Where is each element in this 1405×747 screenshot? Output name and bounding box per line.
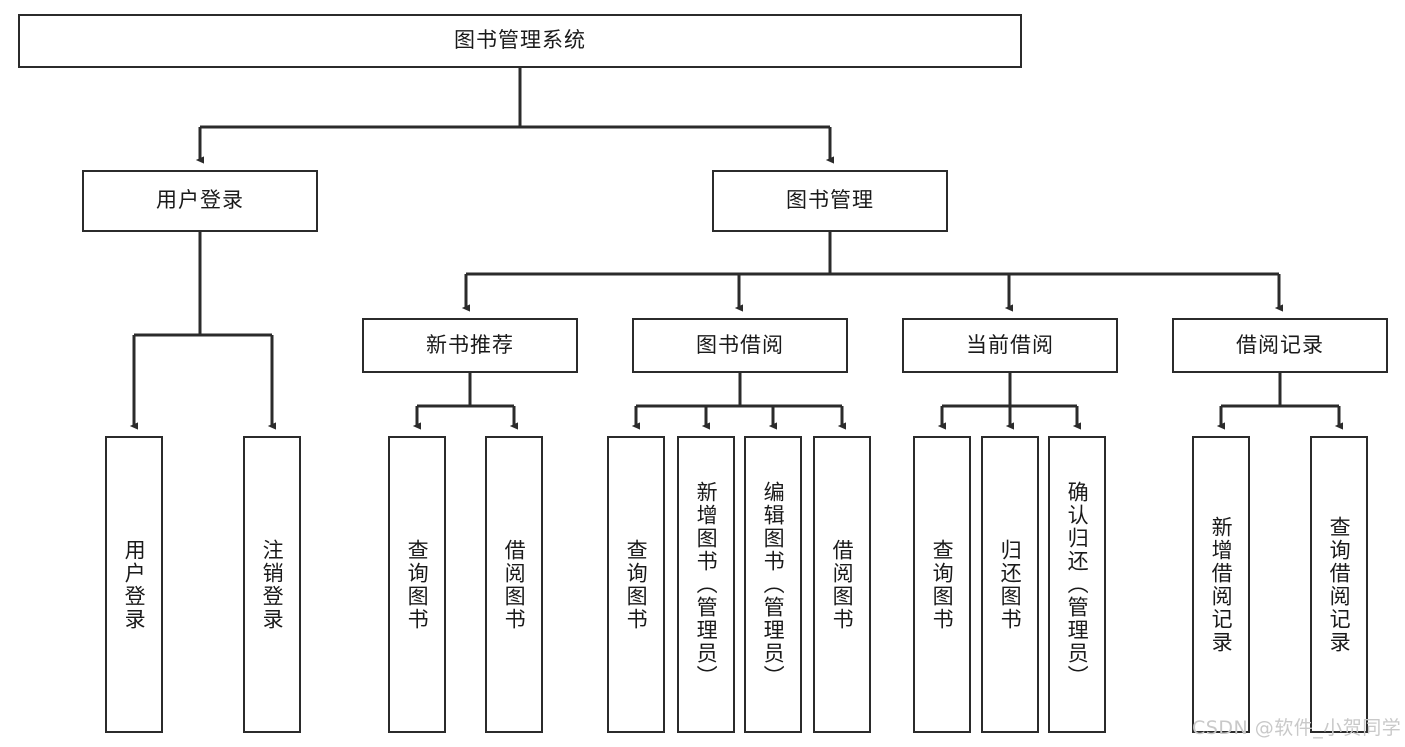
node-label: 新书推荐	[426, 332, 514, 357]
node-leaf-return-book[interactable]: 归还图书	[981, 436, 1039, 733]
node-current-borrow[interactable]: 当前借阅	[902, 318, 1118, 373]
node-label: 借阅图书	[502, 538, 527, 631]
node-leaf-borrow-book-1[interactable]: 借阅图书	[485, 436, 543, 733]
node-leaf-add-record[interactable]: 新增借阅记录	[1192, 436, 1250, 733]
node-label: 图书管理	[786, 188, 874, 213]
node-label: 新增借阅记录	[1209, 515, 1234, 654]
connectors-user-login	[129, 232, 277, 430]
node-leaf-borrow-book-2[interactable]: 借阅图书	[813, 436, 871, 733]
connectors-book-borrow	[631, 373, 847, 430]
node-leaf-logout-login[interactable]: 注销登录	[243, 436, 301, 733]
node-label: 图书管理系统	[454, 28, 586, 53]
node-book-borrow[interactable]: 图书借阅	[632, 318, 848, 373]
node-label: 借阅记录	[1236, 332, 1324, 357]
node-label: 编辑图书（管理员）	[761, 481, 786, 688]
node-leaf-add-book[interactable]: 新增图书（管理员）	[677, 436, 735, 733]
connectors-root	[195, 68, 835, 164]
node-leaf-query-book-2[interactable]: 查询图书	[607, 436, 665, 733]
node-leaf-confirm-return[interactable]: 确认归还（管理员）	[1048, 436, 1106, 733]
node-new-book-recommend[interactable]: 新书推荐	[362, 318, 578, 373]
node-label: 用户登录	[122, 538, 147, 631]
node-label: 用户登录	[156, 188, 244, 213]
node-root-book-management-system[interactable]: 图书管理系统	[18, 14, 1022, 68]
node-leaf-query-book-1[interactable]: 查询图书	[388, 436, 446, 733]
node-label: 图书借阅	[696, 332, 784, 357]
csdn-watermark: CSDN @软件_小贺同学	[1192, 717, 1402, 739]
node-label: 查询图书	[624, 538, 649, 631]
connectors-borrow-record	[1216, 373, 1344, 430]
node-leaf-query-record[interactable]: 查询借阅记录	[1310, 436, 1368, 733]
node-label: 注销登录	[260, 538, 285, 631]
node-label: 归还图书	[998, 538, 1023, 631]
connectors-new-book-recommend	[412, 373, 519, 430]
node-label: 新增图书（管理员）	[694, 481, 719, 688]
node-label: 借阅图书	[830, 538, 855, 631]
node-label: 确认归还（管理员）	[1065, 481, 1090, 688]
node-book-manage[interactable]: 图书管理	[712, 170, 948, 232]
node-label: 查询借阅记录	[1327, 515, 1352, 654]
node-leaf-edit-book[interactable]: 编辑图书（管理员）	[744, 436, 802, 733]
node-label: 查询图书	[405, 538, 430, 631]
node-borrow-record[interactable]: 借阅记录	[1172, 318, 1388, 373]
node-leaf-user-login[interactable]: 用户登录	[105, 436, 163, 733]
connectors-book-manage	[461, 232, 1284, 312]
node-user-login[interactable]: 用户登录	[82, 170, 318, 232]
node-label: 当前借阅	[966, 332, 1054, 357]
connectors-current-borrow	[937, 373, 1082, 430]
node-leaf-query-book-3[interactable]: 查询图书	[913, 436, 971, 733]
node-label: 查询图书	[930, 538, 955, 631]
